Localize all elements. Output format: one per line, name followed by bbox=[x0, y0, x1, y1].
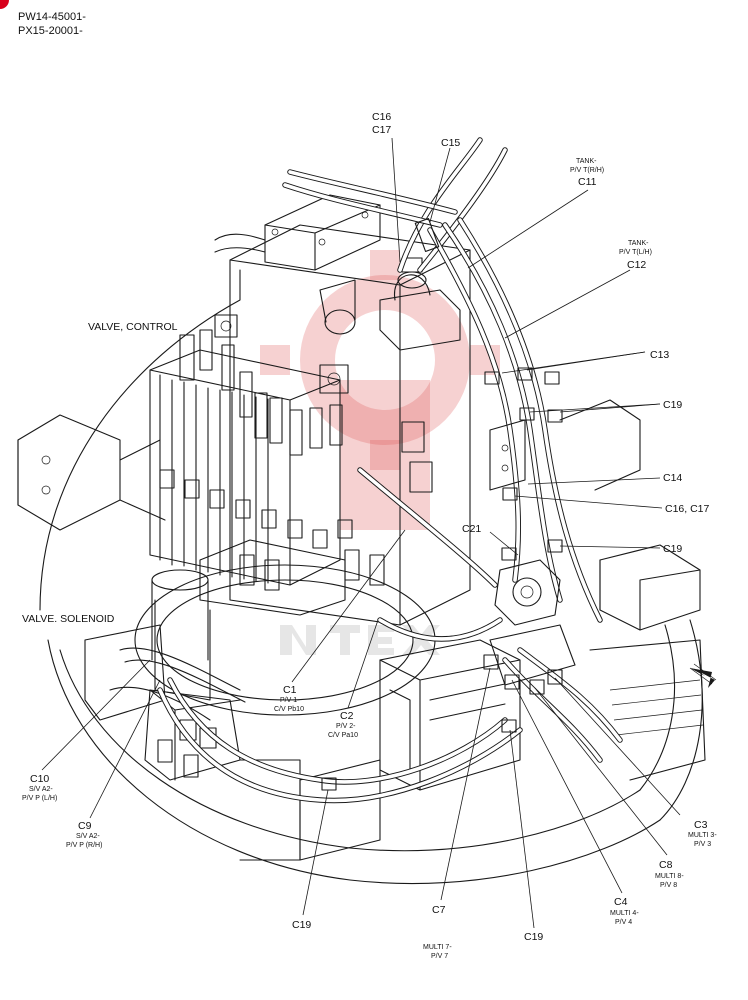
callout-c19-b: C19 bbox=[663, 543, 682, 555]
callout-c16-top: C16 bbox=[372, 111, 391, 123]
callout-c11: C11 bbox=[578, 176, 597, 188]
multi-control-valve bbox=[483, 559, 576, 695]
callout-c10-sub2: P/V P (L/H) bbox=[22, 795, 57, 802]
callout-c14: C14 bbox=[663, 472, 682, 484]
callout-c7: C7 bbox=[432, 904, 446, 916]
callout-c11-sub1: TANK- bbox=[576, 158, 597, 165]
callout-c15: C15 bbox=[441, 137, 460, 149]
corner-mark bbox=[0, 0, 9, 9]
callout-c7-sub2: P/V 7 bbox=[431, 953, 448, 960]
label-valve-solenoid: VALVE. SOLENOID bbox=[22, 613, 115, 625]
callout-c2-sub1: P/V 2- bbox=[336, 723, 356, 730]
callout-c8-sub1: MULTI 8- bbox=[655, 873, 684, 880]
callout-c7-sub1: MULTI 7- bbox=[423, 944, 452, 951]
callout-c4-sub1: MULTI 4- bbox=[610, 910, 639, 917]
callout-c4: C4 bbox=[614, 896, 628, 908]
callout-c12: C12 bbox=[627, 259, 646, 271]
callout-c10-sub1: S/V A2- bbox=[29, 786, 53, 793]
callout-c8: C8 bbox=[659, 859, 673, 871]
upper-frame bbox=[17, 269, 706, 885]
callout-c2-sub2: C/V Pa10 bbox=[328, 732, 358, 739]
label-valve-control: VALVE, CONTROL bbox=[88, 321, 178, 333]
callout-c13: C13 bbox=[650, 349, 669, 361]
callout-c17-top: C17 bbox=[372, 124, 391, 136]
callout-c19-a: C19 bbox=[663, 399, 682, 411]
callout-c1: C1 bbox=[283, 684, 297, 696]
callout-c8-sub2: P/V 8 bbox=[660, 882, 677, 889]
callout-c1-sub1: P/V 1- bbox=[280, 697, 300, 704]
model-code-1: PW14-45001- bbox=[18, 11, 86, 23]
callout-c3: C3 bbox=[694, 819, 708, 831]
callout-c19-c: C19 bbox=[292, 919, 311, 931]
leader-lines bbox=[41, 137, 681, 929]
callout-c11-sub2: P/V T(R/H) bbox=[570, 167, 604, 174]
callout-c4-sub2: P/V 4 bbox=[615, 919, 632, 926]
callout-c3-sub2: P/V 3 bbox=[694, 841, 711, 848]
callout-c9: C9 bbox=[78, 820, 92, 832]
callout-c16-c17: C16, C17 bbox=[665, 503, 710, 515]
callout-c12-sub2: P/V T(L/H) bbox=[619, 249, 652, 256]
callout-c3-sub1: MULTI 3- bbox=[688, 832, 717, 839]
callout-c12-sub1: TANK- bbox=[628, 240, 649, 247]
arrow-icon bbox=[689, 663, 717, 688]
hose-bracket bbox=[489, 419, 526, 501]
callout-c21: C21 bbox=[462, 523, 481, 535]
callout-c19-d: C19 bbox=[524, 931, 543, 943]
callout-c2: C2 bbox=[340, 710, 354, 722]
model-code-2: PX15-20001- bbox=[18, 25, 83, 37]
callout-c9-sub2: P/V P (R/H) bbox=[66, 842, 102, 849]
callout-c9-sub1: S/V A2- bbox=[76, 833, 100, 840]
watermark-logo bbox=[260, 250, 500, 655]
callout-c10: C10 bbox=[30, 773, 49, 785]
callout-c1-sub2: C/V Pb10 bbox=[274, 706, 304, 713]
solenoid-valve-body bbox=[84, 624, 246, 781]
valve-spools bbox=[159, 314, 433, 591]
